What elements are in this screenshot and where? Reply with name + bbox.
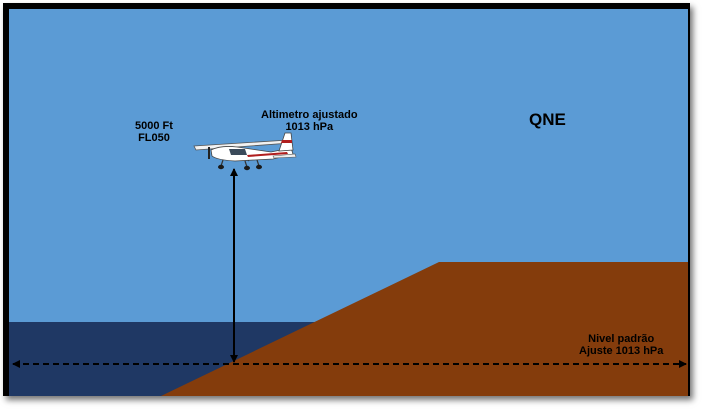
altimeter-setting-line2: 1013 hPa [285,121,334,133]
datum-label-line2: Ajuste 1013 hPa [579,345,664,357]
diagram-canvas [9,9,688,396]
qne-diagram: 5000 Ft FL050 Altimetro ajustado 1013 hP… [9,9,688,396]
diagram-title: QNE [529,110,566,129]
datum-label-line1: Nivel padrão [588,333,655,345]
datum-label: Nivel padrão Ajuste 1013 hPa [579,333,663,357]
flight-level-text: FL050 [138,132,170,144]
altitude-feet-text: 5000 Ft [135,120,173,132]
aircraft-altitude-label: 5000 Ft FL050 [135,120,173,144]
altimeter-setting-line1: Altimetro ajustado [261,109,358,121]
airplane-icon [193,132,297,171]
altimeter-setting-label: Altimetro ajustado 1013 hPa [261,109,358,133]
